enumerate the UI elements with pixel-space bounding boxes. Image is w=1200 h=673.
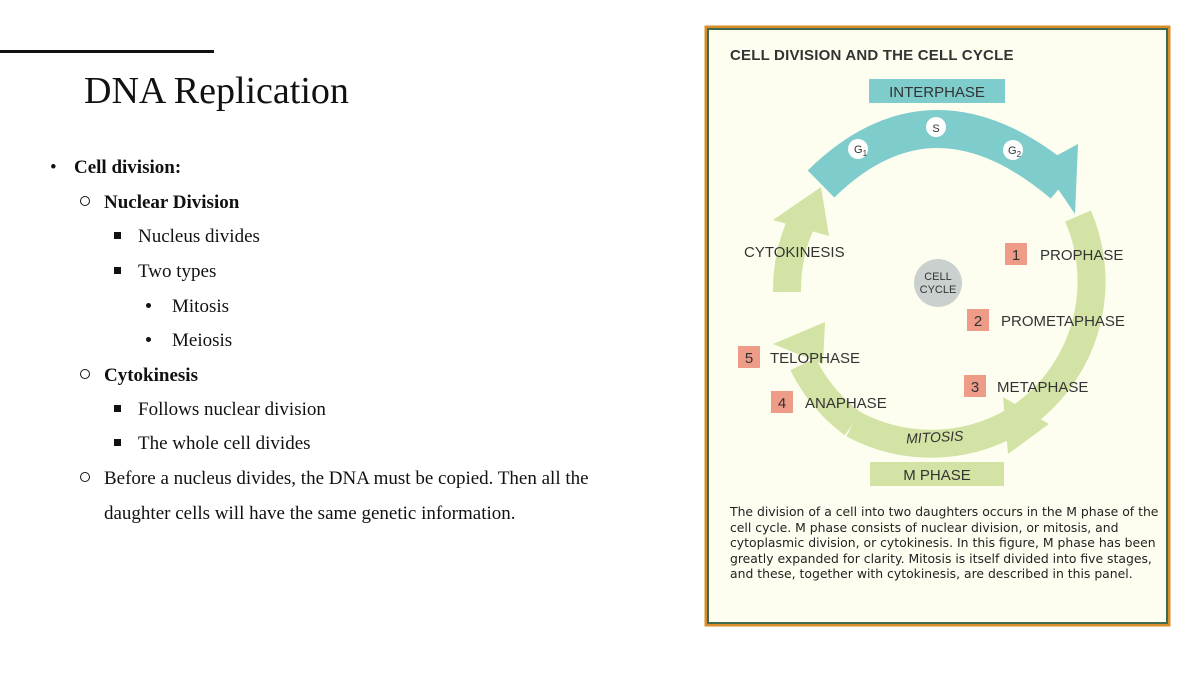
bullet-square-icon [114, 261, 138, 283]
mphase-label: M PHASE [903, 467, 971, 484]
mitosis-label: MITOSIS [906, 427, 965, 446]
cell-cycle-center [914, 259, 962, 307]
bullet-square-icon [114, 226, 138, 248]
interphase-arrowhead [1041, 144, 1078, 214]
stage-5-number: 5 [745, 350, 753, 367]
bullet-circle-icon [80, 192, 104, 214]
s-phase-label: S [932, 123, 939, 135]
bullet-square-icon [114, 433, 138, 455]
slide-title: DNA Replication [84, 70, 349, 112]
g2-phase-marker [1003, 140, 1023, 160]
bullet-text: Cell division: [74, 157, 182, 178]
list-item-continuation: daughter cells will have the same geneti… [104, 503, 516, 525]
g1-phase-label: G1 [854, 144, 868, 158]
stage-5-badge [738, 346, 760, 368]
stage-1-number: 1 [1012, 247, 1020, 264]
list-item: Before a nucleus divides, the DNA must b… [80, 468, 589, 490]
stage-4-number: 4 [778, 395, 786, 412]
stage-2-number: 2 [974, 313, 982, 330]
title-rule [0, 50, 214, 53]
bullet-circle-icon [80, 468, 104, 490]
stage-3-number: 3 [971, 379, 979, 396]
stage-2-badge [967, 309, 989, 331]
mphase-arc-right [1005, 210, 1106, 434]
list-item: Follows nuclear division [114, 399, 326, 421]
cytokinesis-label: CYTOKINESIS [744, 244, 845, 261]
cell-cycle-diagram: CELL DIVISION AND THE CELL CYCLE INTERPH… [704, 25, 1171, 627]
bullet-text: Two types [138, 261, 217, 282]
g1-phase-marker [848, 139, 868, 159]
center-label-line1: CELL [924, 271, 952, 283]
stage-4-name: ANAPHASE [805, 395, 887, 412]
bullet-dot-icon [146, 296, 172, 318]
list-item: Two types [114, 261, 216, 283]
bullet-dot-icon: • [50, 157, 57, 178]
bullet-text: Before a nucleus divides, the DNA must b… [104, 468, 589, 489]
bullet-text: daughter cells will have the same geneti… [104, 503, 516, 524]
stage-3-badge [964, 375, 986, 397]
list-item: Mitosis [146, 296, 229, 318]
list-item: Nuclear Division [80, 192, 239, 214]
list-item: The whole cell divides [114, 433, 311, 455]
bullet-text: Meiosis [172, 330, 233, 351]
interphase-box [869, 79, 1005, 103]
bullet-text: Nuclear Division [104, 192, 240, 213]
mphase-arrowhead-left [773, 322, 825, 364]
g2-phase-label: G2 [1008, 145, 1022, 159]
bullet-circle-icon [80, 365, 104, 387]
mphase-box [870, 462, 1004, 486]
bullet-text: The whole cell divides [138, 433, 311, 454]
figure-caption: The division of a cell into two daughter… [730, 504, 1159, 581]
list-item: Nucleus divides [114, 226, 260, 248]
mphase-arrowhead-bottom [1003, 397, 1049, 454]
stage-2-name: PROMETAPHASE [1001, 313, 1125, 330]
s-phase-marker [926, 117, 946, 137]
bullet-text: Nucleus divides [138, 226, 260, 247]
interphase-label: INTERPHASE [889, 84, 985, 101]
figure-heading: CELL DIVISION AND THE CELL CYCLE [730, 47, 1014, 64]
bullet-text: Follows nuclear division [138, 399, 326, 420]
stage-1-badge [1005, 243, 1027, 265]
bullet-text: Mitosis [172, 296, 230, 317]
mphase-arc-bottom [846, 409, 1020, 458]
stage-5-name: TELOPHASE [770, 350, 860, 367]
bullet-text: Cytokinesis [104, 365, 198, 386]
list-item: Cytokinesis [80, 365, 198, 387]
center-label-line2: CYCLE [920, 284, 957, 296]
bullet-dot-icon [146, 330, 172, 352]
stage-1-name: PROPHASE [1040, 247, 1123, 264]
mphase-arc-lower-left [790, 357, 862, 436]
mphase-arrowhead-top-left [773, 187, 829, 236]
bullet-square-icon [114, 399, 138, 421]
stage-4-badge [771, 391, 793, 413]
cell-cycle-figure: CELL DIVISION AND THE CELL CYCLE INTERPH… [703, 24, 1172, 628]
list-item: • Cell division: [50, 157, 181, 179]
list-item: Meiosis [146, 330, 232, 352]
stage-3-name: METAPHASE [997, 379, 1088, 396]
